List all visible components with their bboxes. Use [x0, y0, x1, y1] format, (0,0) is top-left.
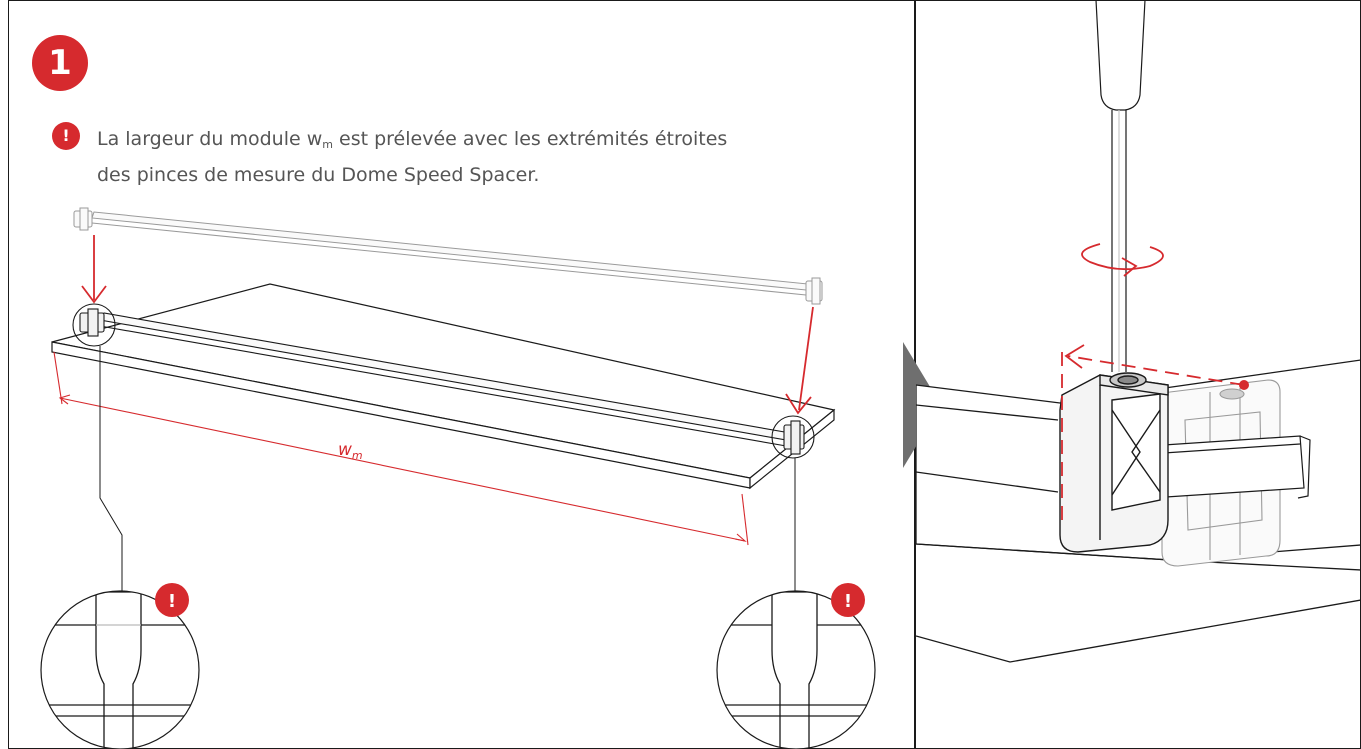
placement-arrows [81, 235, 814, 415]
installation-illustration [916, 1, 1360, 663]
measure-point-dot [1239, 380, 1249, 390]
warning-text-line2: des pinces de mesure du Dome Speed Space… [97, 164, 540, 186]
step-number-badge: 1 [32, 35, 88, 91]
dimension-label: wm [338, 440, 363, 462]
right-detail-warning-mark: ! [844, 591, 852, 612]
left-detail-warning-mark: ! [168, 591, 176, 612]
width-dimension-line [53, 351, 749, 546]
measuring-bar-floating [73, 207, 823, 305]
spacer-dimension-line [1061, 344, 1245, 528]
left-leader-line [99, 346, 123, 592]
warning-text-start: La largeur du module w [97, 128, 323, 150]
right-detail-marker [771, 415, 815, 459]
left-magnified-detail: ! [40, 583, 200, 749]
warning-text-subscript: m [322, 138, 333, 151]
exclamation-circle-icon: ! [52, 122, 80, 150]
rotate-arrow-icon [1081, 243, 1164, 277]
left-clip [79, 308, 105, 337]
left-detail-warning-icon [155, 583, 189, 617]
right-magnified-detail: ! [716, 583, 876, 749]
right-detail-warning-icon [831, 583, 865, 617]
warning-note: La largeur du module wm est prélevée ave… [97, 124, 857, 190]
left-detail-marker [72, 303, 116, 347]
screwdriver-icon [1095, 1, 1146, 372]
right-clip [783, 420, 805, 455]
warning-text-end: est prélevée avec les extrémités étroite… [332, 128, 728, 150]
